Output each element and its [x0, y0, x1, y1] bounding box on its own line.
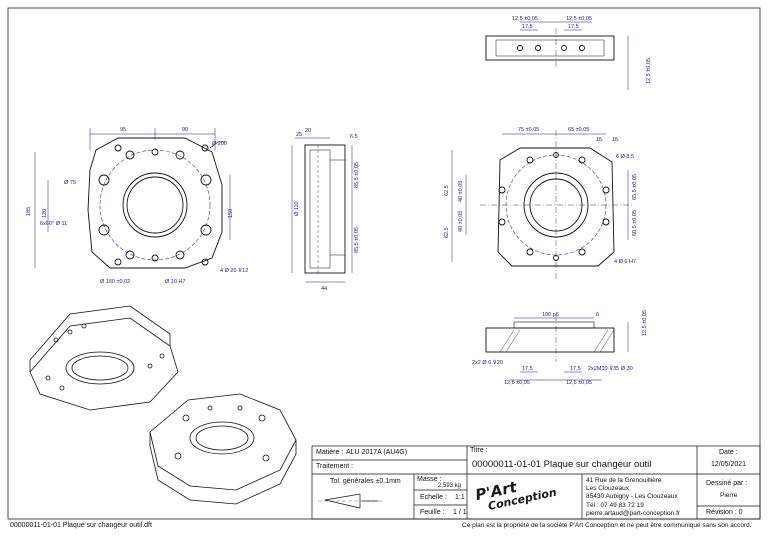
dim-right-65-5: 65.5 ±0,05 — [632, 174, 638, 200]
dim-right-75: 75 ±0,05 — [518, 127, 539, 133]
footer-filename: 00000011-01-01 Plaque sur changeur outil… — [10, 522, 152, 529]
dim-front-d160: Ø 160 ±0,02 — [100, 279, 130, 285]
dim-top-12b: 12,5 ±0,05 — [566, 16, 592, 22]
dim-side-6-5: 6.5 — [350, 134, 358, 140]
dim-front-d75: Ø 75 — [64, 180, 76, 186]
dim-right-15b: 15 — [612, 137, 618, 143]
dim-sec-17a: 17,5 — [522, 366, 533, 372]
dim-front-6x60: 6x60° Ø 11 — [40, 221, 67, 227]
echelle-label: Echelle : — [420, 494, 447, 501]
section-view-dims — [510, 317, 629, 381]
dim-sec-17b: 17,5 — [570, 366, 581, 372]
titre-value: 00000011-01-01 Plaque sur changeur outil — [472, 459, 652, 470]
feuille-value: 1 / 1 — [453, 509, 467, 516]
dim-front-4d20: 4 Ø 20 ⊽12 — [220, 267, 248, 274]
dim-top-17b: 17,5 — [568, 24, 579, 30]
dim-top-12c: 12,5 ±0,05 — [646, 58, 652, 84]
dim-front-95: 95 — [120, 127, 126, 133]
dim-top-12a: 12,5 ±0,05 — [512, 16, 538, 22]
dim-front-90: 90 — [182, 127, 188, 133]
address-line: pierre.artaud@part-conception.fr — [586, 509, 681, 517]
iso-view-bottom — [29, 305, 179, 411]
dim-right-15a: 15 — [596, 137, 602, 143]
dim-front-185: 185 — [26, 207, 32, 216]
dim-sec-12a: 12,5 ±0,05 — [504, 380, 530, 386]
dessine-value: Pierre — [720, 492, 738, 499]
address-line: 41 Rue de la Grenouillière — [586, 477, 662, 484]
dim-top-17a: 17,5 — [522, 24, 533, 30]
date-value: 12/05/2021 — [711, 461, 747, 468]
dim-right-40a: 40 ±0,05 — [458, 181, 464, 202]
dim-side-85-bot: 85.5 ±0,05 — [354, 227, 360, 253]
dim-right-62b: 62.5 — [444, 227, 450, 238]
right-view-dims — [451, 133, 629, 262]
top-view — [485, 28, 615, 68]
traitement-label: Traitement : — [316, 463, 354, 470]
footer-notice: Ce plan est la propriété de la société P… — [462, 522, 752, 529]
right-view — [480, 130, 632, 280]
matiere-label: Matière : — [316, 449, 344, 456]
side-view-dims — [291, 137, 353, 283]
dim-front-120: 120 — [42, 209, 48, 218]
front-view-dims — [34, 128, 231, 268]
feuille-label: Feuille : — [420, 509, 445, 516]
matiere-value: ALU 2017A (AU4G) — [346, 449, 408, 456]
company-address: 41 Rue de la Grenouillière Les Clouzeaux… — [586, 477, 680, 518]
title-block-grid — [311, 445, 761, 520]
dim-side-25: 25 — [296, 132, 302, 138]
side-view — [304, 144, 346, 274]
dim-front-d10: Ø 10 H7 — [165, 279, 185, 285]
dim-front-150: 150 — [228, 209, 234, 218]
dim-sec-2x2m10: 2x2M10 ⊽35 Ø 30 — [588, 365, 633, 372]
dim-sec-12b: 12,5 ±0,05 — [566, 380, 592, 386]
dim-right-6d8: 6 Ø 8,5 — [616, 154, 634, 160]
dessine-label: Dessiné par : — [706, 480, 748, 487]
dim-right-60-5: 60.5 ±0,05 — [632, 210, 638, 236]
echelle-value: 1:1 — [455, 494, 465, 501]
section-view — [485, 315, 615, 362]
masse-label: Masse : — [417, 476, 442, 483]
dim-side-85-top: 85.5 ±0,05 — [354, 162, 360, 188]
dim-right-65: 65 ±0,05 — [568, 127, 589, 133]
masse-value: 2,593 kg — [438, 483, 462, 489]
tolerances: Tol. générales ±0.1mm — [330, 478, 401, 485]
date-label: Date : — [719, 449, 738, 456]
dim-front-d200: Ø 200 — [212, 141, 227, 147]
dim-sec-2x2d6: 2x2 Ø 6 ⊽20 — [472, 359, 503, 366]
dim-sec-100: 100 p6 — [542, 312, 559, 318]
address-line: Tél : 07 49 83 72 19 — [586, 501, 644, 509]
address-line: 85430 Aubigny - Les Clouzeaux — [586, 493, 678, 501]
dim-side-44: 44 — [321, 286, 327, 292]
titre-label: Titre : — [470, 447, 488, 454]
iso-view-top — [149, 393, 297, 505]
dim-sec-12: 12,5 ±0,05 — [642, 310, 648, 336]
address-line: Les Clouzeaux — [586, 485, 629, 493]
dim-right-4d6: 4 Ø 6 H7 — [614, 259, 636, 265]
revision-label: Révision : 0 — [706, 509, 743, 516]
dim-right-40b: 40 ±0,05 — [458, 211, 464, 232]
dim-right-62a: 62.5 — [444, 185, 450, 196]
dim-side-d110: Ø 110 — [294, 201, 300, 216]
dim-sec-6: 6 — [596, 312, 599, 318]
top-view-dims — [520, 21, 629, 90]
front-view — [87, 137, 226, 269]
dim-side-20: 20 — [305, 128, 311, 134]
